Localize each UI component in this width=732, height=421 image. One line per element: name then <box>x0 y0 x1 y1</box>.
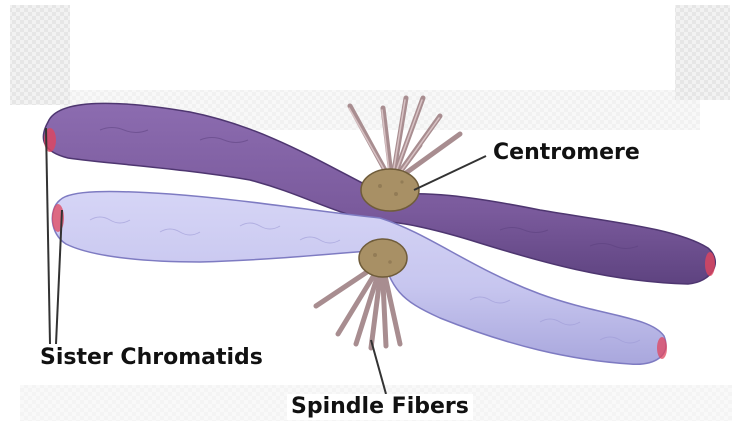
centromere-upper <box>361 169 419 211</box>
centromere-label: Centromere <box>487 140 646 166</box>
centromere-lower <box>359 239 407 277</box>
spindle-fibers-label: Spindle Fibers <box>287 394 473 420</box>
sister-chromatids-label: Sister Chromatids <box>36 345 267 371</box>
